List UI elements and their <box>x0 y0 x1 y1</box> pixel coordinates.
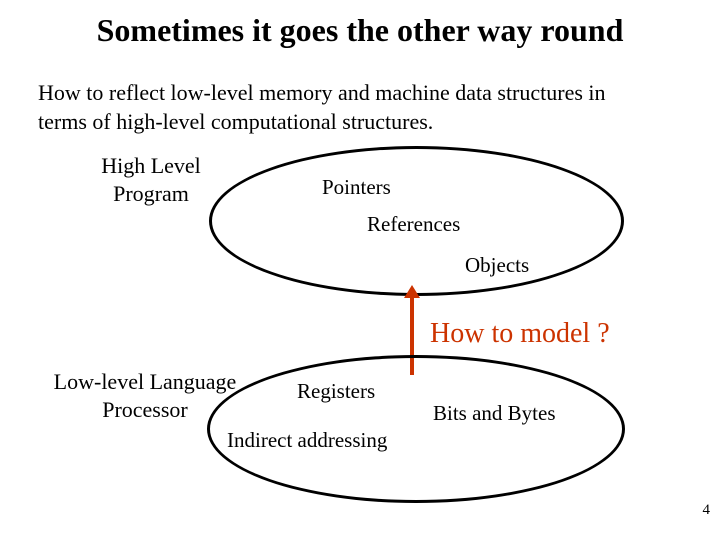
low-level-ellipse <box>207 355 625 503</box>
slide-body-text: How to reflect low-level memory and mach… <box>38 78 698 136</box>
arrow-shaft <box>409 298 414 375</box>
how-to-model-question: How to model ? <box>430 318 610 349</box>
body-line-2: terms of high-level computational struct… <box>38 109 434 134</box>
high-level-label-line-2: Program <box>113 181 189 206</box>
concept-indirect-addressing: Indirect addressing <box>227 428 388 452</box>
high-level-program-label: High Level Program <box>71 152 231 208</box>
low-level-label-line-1: Low-level Language <box>53 369 237 394</box>
concept-references: References <box>367 212 461 236</box>
low-level-processor-label: Low-level Language Processor <box>45 368 245 424</box>
concept-pointers: Pointers <box>322 175 391 199</box>
up-arrow-icon <box>403 285 420 375</box>
concept-bits-and-bytes: Bits and Bytes <box>433 401 556 425</box>
body-line-1: How to reflect low-level memory and mach… <box>38 80 606 105</box>
high-level-label-line-1: High Level <box>101 153 201 178</box>
slide-title: Sometimes it goes the other way round <box>96 12 624 48</box>
page-number: 4 <box>702 502 711 518</box>
low-level-label-line-2: Processor <box>102 397 188 422</box>
arrow-head <box>403 285 420 298</box>
concept-objects: Objects <box>465 253 530 277</box>
concept-registers: Registers <box>297 379 376 403</box>
